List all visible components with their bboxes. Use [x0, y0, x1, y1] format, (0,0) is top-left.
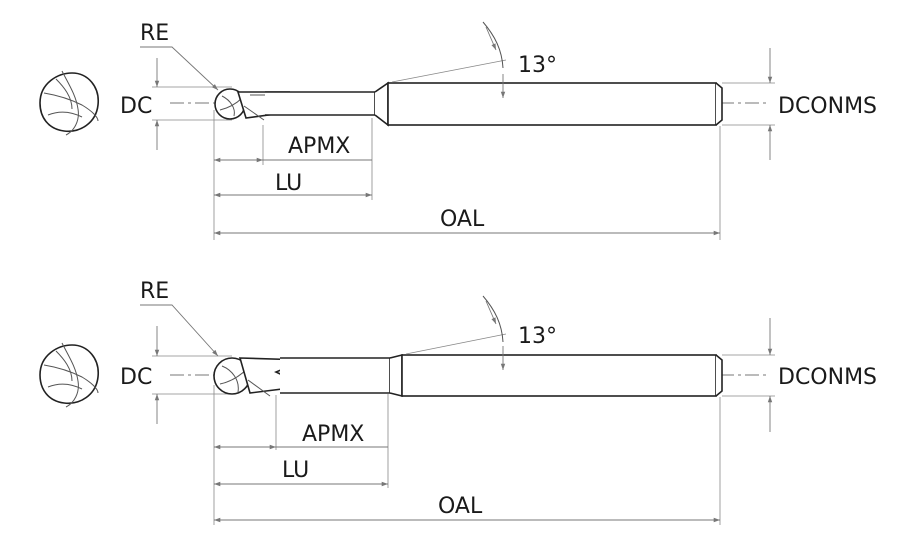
oal-label-upper: OAL	[440, 207, 485, 232]
oal-label-lower: OAL	[438, 494, 483, 519]
shank-lower	[401, 354, 717, 397]
lu-label-lower: LU	[282, 458, 309, 483]
re-label-lower: RE	[140, 279, 169, 304]
re-label-upper: RE	[140, 21, 169, 46]
neck-lower	[280, 357, 391, 394]
dc-label-lower: DC	[120, 365, 152, 390]
apmx-label-lower: APMX	[302, 422, 364, 447]
lower-view: 13° DCONMS RE DC APMX LU OAL	[39, 279, 877, 525]
neck-upper	[265, 91, 376, 116]
dc-label-upper: DC	[120, 94, 152, 119]
angle-label-upper: 13°	[518, 53, 557, 78]
end-view-cutter-icon-lower	[39, 342, 99, 408]
shank-upper	[387, 82, 717, 126]
angle-label-lower: 13°	[518, 324, 557, 349]
dconms-label-upper: DCONMS	[778, 94, 877, 119]
lu-label-upper: LU	[275, 171, 302, 196]
dconms-label-lower: DCONMS	[778, 365, 877, 390]
apmx-label-upper: APMX	[288, 134, 350, 159]
end-view-cutter-icon	[39, 70, 99, 136]
upper-view: 13° DCONMS RE DC APMX LU OAL	[39, 21, 877, 240]
